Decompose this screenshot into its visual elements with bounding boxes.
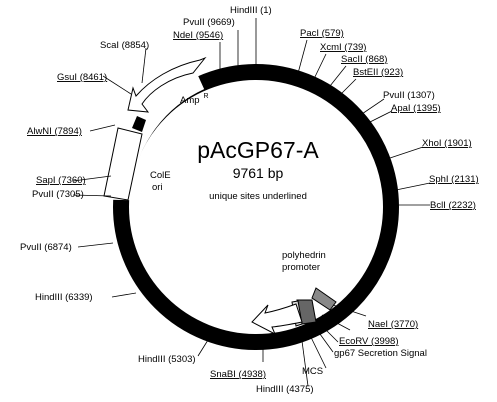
ori-label: ori	[152, 182, 163, 193]
cole1-ori-box	[103, 127, 143, 201]
amp-resistance-arrow	[127, 56, 207, 113]
site-ecoRV-3998: EcoRV (3998)	[339, 336, 399, 347]
site-hindIII-4375: HindIII (4375)	[256, 384, 314, 395]
plasmid-size: 9761 bp	[233, 165, 284, 181]
site-naeI-3770: NaeI (3770)	[368, 319, 418, 330]
site-sapI-7360: SapI (7360)	[36, 175, 86, 186]
site-pvuII-1307: PvuII (1307)	[383, 90, 435, 101]
plasmid-title: pAcGP67-A	[197, 137, 319, 163]
site-hindIII-5303: HindIII (5303)	[138, 354, 196, 365]
site-snaBI-4938: SnaBI (4938)	[210, 369, 266, 380]
site-hindIII-6339: HindIII (6339)	[35, 292, 93, 303]
polyhedrin-arrow	[251, 303, 303, 336]
site-pvuII-7305: PvuII (7305)	[32, 189, 84, 200]
unique-sites-note: unique sites underlined	[209, 191, 307, 202]
site-alwNI-7894: AlwNI (7894)	[27, 126, 82, 137]
site-ndeI-9546: NdeI (9546)	[173, 30, 223, 41]
site-gsuI-8461: GsuI (8461)	[57, 72, 107, 83]
site-pvuII-9669: PvuII (9669)	[183, 17, 235, 28]
site-apaI-1395: ApaI (1395)	[391, 103, 441, 114]
site-sphI-2131: SphI (2131)	[429, 174, 479, 185]
site-bclI-2232: BclI (2232)	[430, 200, 476, 211]
mcs-label: MCS	[302, 366, 323, 377]
gp67-label: gp67 Secretion Signal	[334, 348, 427, 359]
site-scaI-8854: ScaI (8854)	[100, 40, 149, 51]
site-pacI-579: PacI (579)	[300, 28, 344, 39]
site-xcmI-739: XcmI (739)	[320, 42, 366, 53]
site-hindIII-1: HindIII (1)	[230, 5, 272, 16]
site-sacII-868: SacII (868)	[341, 54, 387, 65]
polyhedrin-label: polyhedrin	[282, 250, 326, 261]
cole-label: ColE	[150, 170, 171, 181]
site-pvuII-6874: PvuII (6874)	[20, 242, 72, 253]
site-xhoI-1901: XhoI (1901)	[422, 138, 472, 149]
promoter-block	[132, 116, 146, 132]
site-bstEII-923: BstEII (923)	[353, 67, 403, 78]
promoter-label: promoter	[282, 262, 320, 273]
polyhedrin-promoter-block	[311, 287, 337, 311]
